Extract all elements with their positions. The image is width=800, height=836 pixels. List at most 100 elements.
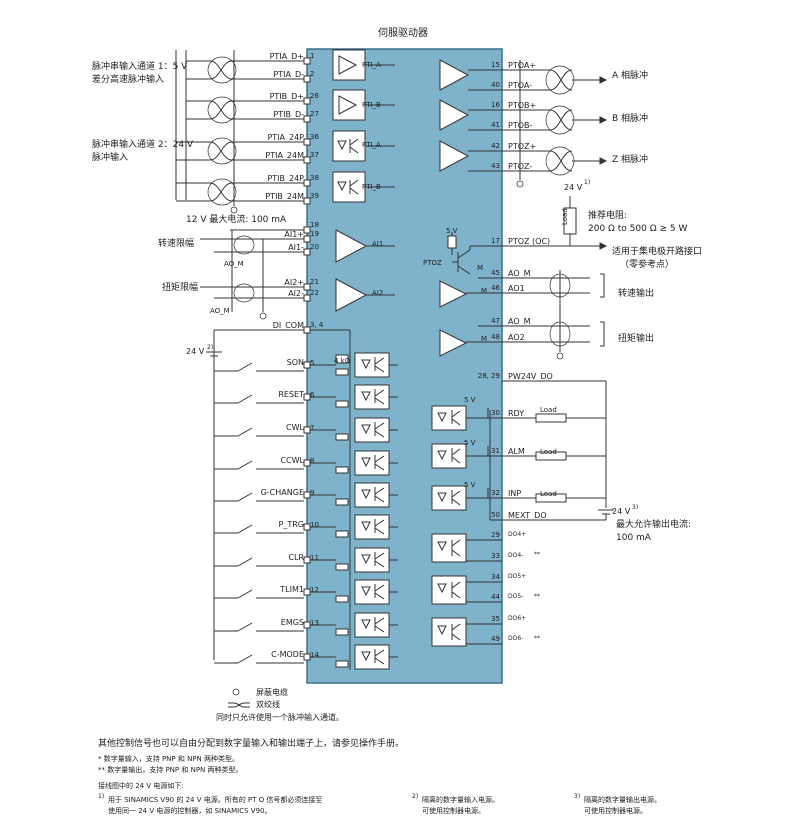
digital-output-opto	[431, 617, 467, 647]
led-icon	[437, 450, 447, 461]
right-terminal-pin: 32	[491, 489, 500, 497]
a-pulse-label: A 相脉冲	[612, 71, 649, 81]
di-terminal-pin: 12	[310, 586, 319, 594]
right-terminal-pin: 49	[491, 635, 500, 643]
right-terminal-name: RDY	[508, 409, 525, 418]
left-terminal-pin: 1	[310, 52, 315, 60]
left-terminal-pin: 37	[310, 151, 319, 159]
footnote-star1: * 数字量输入，支持 PNP 和 NPN 两种类型。	[98, 755, 239, 763]
right-terminal-pin: 16	[491, 101, 500, 109]
footnote-3-line2: 可使用控制器电源。	[584, 807, 647, 815]
switch-icon	[237, 622, 253, 632]
left-terminal-pin: 19	[310, 230, 319, 238]
digital-output-opto	[431, 575, 467, 605]
arrow-icon	[599, 116, 608, 124]
right-terminal-pin: 15	[491, 61, 500, 69]
di-terminal-name: C-MODE	[271, 650, 304, 659]
input-resistor	[335, 498, 349, 506]
right-terminal-name: DO6+	[508, 615, 527, 622]
resistor-4k-label: 4 kΩ	[334, 357, 351, 365]
transistor-icon	[451, 410, 461, 418]
led-icon	[437, 625, 447, 636]
digital-input-opto	[354, 352, 390, 378]
pulse-ch1-label: 脉冲串输入通道 1：5 V	[92, 62, 188, 72]
switch-icon	[237, 589, 253, 599]
right-terminal-name: AO_M	[508, 317, 531, 326]
left-terminal-pin: 27	[310, 110, 319, 118]
input-resistor	[335, 433, 349, 441]
left-terminal-pin: 18	[310, 221, 319, 229]
transistor-icon	[349, 179, 359, 187]
ao-m-label-2: AO_M	[210, 307, 230, 315]
switch-icon	[237, 524, 253, 534]
right-terminal-pin: 29	[491, 531, 500, 539]
shield-ring	[545, 146, 575, 176]
left-terminal-name: PTIA_D+	[269, 52, 304, 61]
v24-bottom-sup: 3)	[632, 504, 639, 511]
left-terminal-name: PTIA_D-	[273, 70, 304, 79]
transistor-icon	[374, 397, 385, 405]
supply-12v-label: 12 V 最大电流: 100 mA	[186, 215, 287, 225]
right-terminal-pin: 47	[491, 317, 500, 325]
shield-ring	[207, 56, 237, 84]
ai2-amplifier-icon	[335, 278, 368, 312]
di-terminal-pin: 6	[310, 391, 315, 399]
footnote-2-line2: 可使用控制器电源。	[422, 807, 485, 815]
transistor-icon	[374, 625, 385, 633]
di-terminal-name: RESET	[278, 390, 304, 399]
right-terminal-name: DO5-	[508, 593, 524, 600]
right-terminal-name: PTOZ+	[508, 142, 537, 151]
footnote-3-mark: 3)	[574, 793, 581, 800]
twisted-pair	[549, 109, 573, 131]
digital-input-opto	[354, 644, 390, 670]
led-icon	[437, 412, 447, 423]
right-terminal-name: PTOA-	[508, 81, 533, 90]
pulse-input-block	[332, 130, 366, 162]
right-terminal-pin: 42	[491, 142, 500, 150]
oc-transistor-icon	[457, 249, 471, 259]
switch-icon	[237, 492, 253, 502]
digital-input-opto	[354, 482, 390, 508]
arrow-icon	[599, 242, 608, 250]
rdy-5v-label: 5 V	[464, 396, 476, 404]
oc-5v-label: 5 V	[446, 227, 458, 235]
twisted-pair	[209, 100, 233, 120]
left-terminal-pin: 38	[310, 174, 319, 182]
z-pulse-label: Z 相脉冲	[612, 155, 649, 165]
oc-ground-label: M	[477, 264, 484, 272]
left-terminal-name: PTIB_24M	[265, 192, 304, 201]
di-terminal-name: EMGS	[280, 618, 304, 627]
input-resistor	[335, 400, 349, 408]
ptoz-transistor-label: PTOZ	[423, 259, 442, 267]
shield-ground-icon	[259, 312, 267, 320]
v24-top-sup: 1)	[584, 179, 591, 186]
transistor-icon	[451, 581, 461, 589]
b-pulse-label: B 相脉冲	[612, 114, 649, 124]
right-terminal-name: PTOZ-	[508, 162, 533, 171]
footnote-supply-title: 接线图中的 24 V 电源如下:	[98, 782, 184, 790]
bracket-icon	[600, 321, 605, 347]
transistor-icon	[451, 549, 461, 557]
ao1-ground-label: M	[481, 287, 488, 295]
digital-input-opto	[354, 384, 390, 410]
shield-ring	[207, 178, 237, 206]
output-amplifier-icon	[439, 59, 470, 91]
led-icon	[361, 489, 371, 500]
digital-input-opto	[354, 547, 390, 573]
recommend-range: 200 Ω to 500 Ω ≥ 5 W	[588, 224, 688, 234]
right-terminal-name: PTOZ (OC)	[508, 237, 551, 246]
shield-ring	[207, 96, 237, 124]
legend-shield-label: 屏蔽电缆	[256, 688, 288, 697]
oc-transistor-icon	[457, 265, 471, 275]
right-terminal-name: AO2	[508, 333, 525, 342]
twisted-pair	[209, 141, 233, 161]
pti-b-label-2: PTI_B	[362, 183, 381, 191]
shield-ring	[233, 283, 255, 303]
load-resistor	[535, 413, 567, 423]
right-terminal-pin: 34	[491, 573, 500, 581]
input-resistor	[335, 660, 349, 668]
footnote-1-line2: 使用同一 24 V 电源的控制器，如 SINAMICS V90。	[108, 807, 272, 815]
pti-a-label-1: PTI_A	[362, 61, 381, 69]
switch-icon	[237, 394, 253, 404]
right-terminal-name: DO5+	[508, 573, 527, 580]
